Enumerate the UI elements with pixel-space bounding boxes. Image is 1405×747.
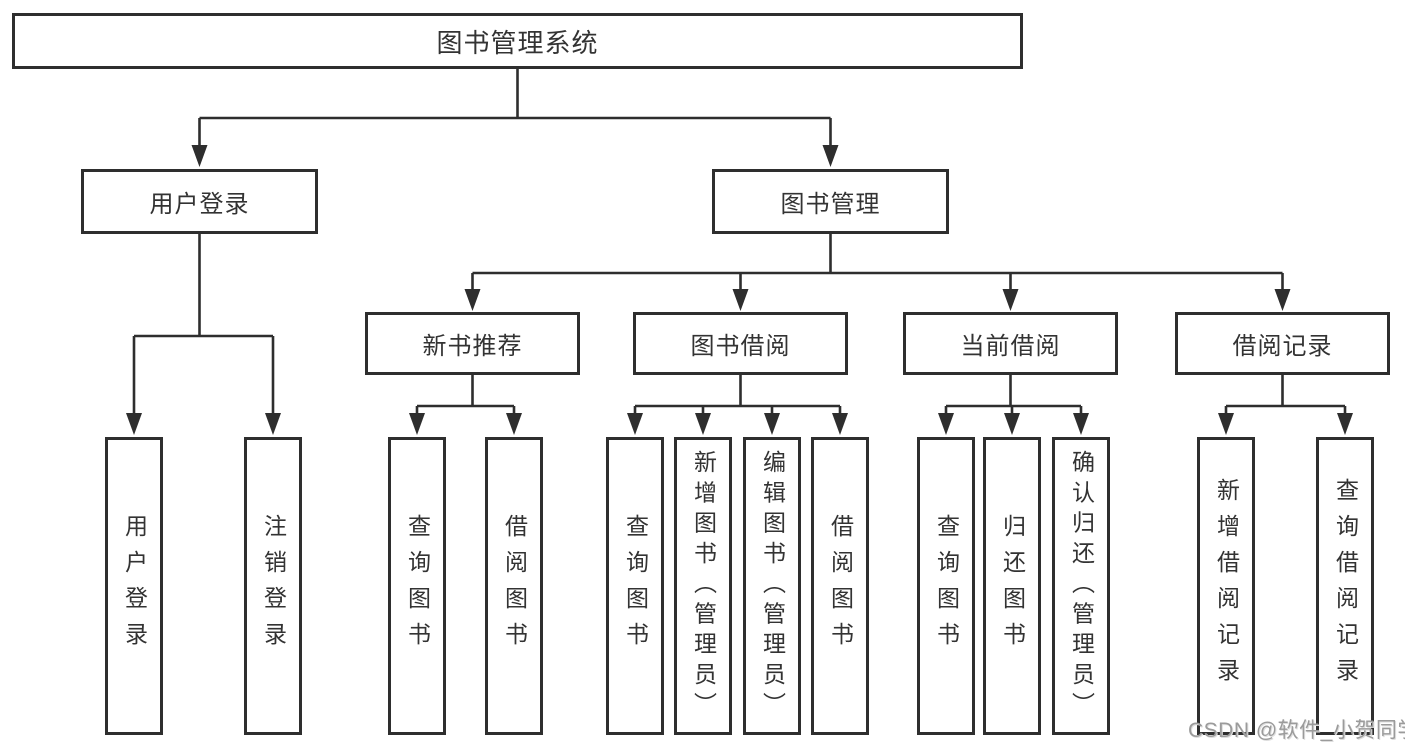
leaf-edit-book-admin-label: 编辑图书（管理员） bbox=[759, 449, 786, 723]
connector-new-book-recommend-children bbox=[409, 375, 522, 435]
leaf-return-book-label: 归还图书 bbox=[999, 514, 1026, 658]
node-current-borrow: 当前借阅 bbox=[903, 312, 1118, 375]
watermark: CSDN @软件_小贺同学 bbox=[1188, 714, 1405, 744]
leaf-recommend-borrow-book: 借阅图书 bbox=[485, 437, 543, 735]
leaf-confirm-return-admin: 确认归还（管理员） bbox=[1052, 437, 1110, 735]
leaf-borrow-book: 借阅图书 bbox=[811, 437, 869, 735]
leaf-return-book: 归还图书 bbox=[983, 437, 1041, 735]
leaf-current-query-book-label: 查询图书 bbox=[933, 514, 960, 658]
leaf-query-borrow-record-label: 查询借阅记录 bbox=[1332, 478, 1359, 694]
node-user-login: 用户登录 bbox=[81, 169, 318, 234]
leaf-user-login: 用户登录 bbox=[105, 437, 163, 735]
node-user-login-label: 用户登录 bbox=[149, 191, 250, 218]
node-borrow-records-label: 借阅记录 bbox=[1232, 333, 1333, 360]
leaf-add-borrow-record: 新增借阅记录 bbox=[1197, 437, 1255, 735]
node-new-book-recommend-label: 新书推荐 bbox=[422, 333, 523, 360]
leaf-borrow-query-book: 查询图书 bbox=[606, 437, 664, 735]
leaf-logout-label: 注销登录 bbox=[260, 514, 287, 658]
connector-root-to-level2 bbox=[191, 69, 839, 167]
leaf-recommend-query-book-label: 查询图书 bbox=[404, 514, 431, 658]
leaf-recommend-query-book: 查询图书 bbox=[388, 437, 446, 735]
connector-book-borrow-children bbox=[627, 375, 848, 435]
connector-user-login-children bbox=[126, 234, 281, 435]
leaf-borrow-query-book-label: 查询图书 bbox=[622, 514, 649, 658]
connector-book-management-children bbox=[464, 234, 1291, 311]
leaf-logout: 注销登录 bbox=[244, 437, 302, 735]
leaf-recommend-borrow-book-label: 借阅图书 bbox=[501, 514, 528, 658]
connector-current-borrow-children bbox=[938, 375, 1089, 435]
node-current-borrow-label: 当前借阅 bbox=[960, 333, 1061, 360]
node-book-management-label: 图书管理 bbox=[780, 191, 881, 218]
leaf-borrow-book-label: 借阅图书 bbox=[827, 514, 854, 658]
node-new-book-recommend: 新书推荐 bbox=[365, 312, 580, 375]
node-book-management: 图书管理 bbox=[712, 169, 949, 234]
node-book-borrow: 图书借阅 bbox=[633, 312, 848, 375]
node-book-borrow-label: 图书借阅 bbox=[690, 333, 791, 360]
leaf-query-borrow-record: 查询借阅记录 bbox=[1316, 437, 1374, 735]
leaf-add-borrow-record-label: 新增借阅记录 bbox=[1213, 478, 1240, 694]
leaf-confirm-return-admin-label: 确认归还（管理员） bbox=[1068, 449, 1095, 723]
leaf-current-query-book: 查询图书 bbox=[917, 437, 975, 735]
watermark-text: CSDN @软件_小贺同学 bbox=[1188, 719, 1405, 742]
leaf-add-book-admin-label: 新增图书（管理员） bbox=[690, 449, 717, 723]
leaf-user-login-label: 用户登录 bbox=[121, 514, 148, 658]
node-borrow-records: 借阅记录 bbox=[1175, 312, 1390, 375]
node-root-system: 图书管理系统 bbox=[12, 13, 1023, 69]
leaf-edit-book-admin: 编辑图书（管理员） bbox=[743, 437, 801, 735]
leaf-add-book-admin: 新增图书（管理员） bbox=[674, 437, 732, 735]
connector-borrow-records-children bbox=[1218, 375, 1353, 435]
node-root-label: 图书管理系统 bbox=[436, 27, 599, 58]
